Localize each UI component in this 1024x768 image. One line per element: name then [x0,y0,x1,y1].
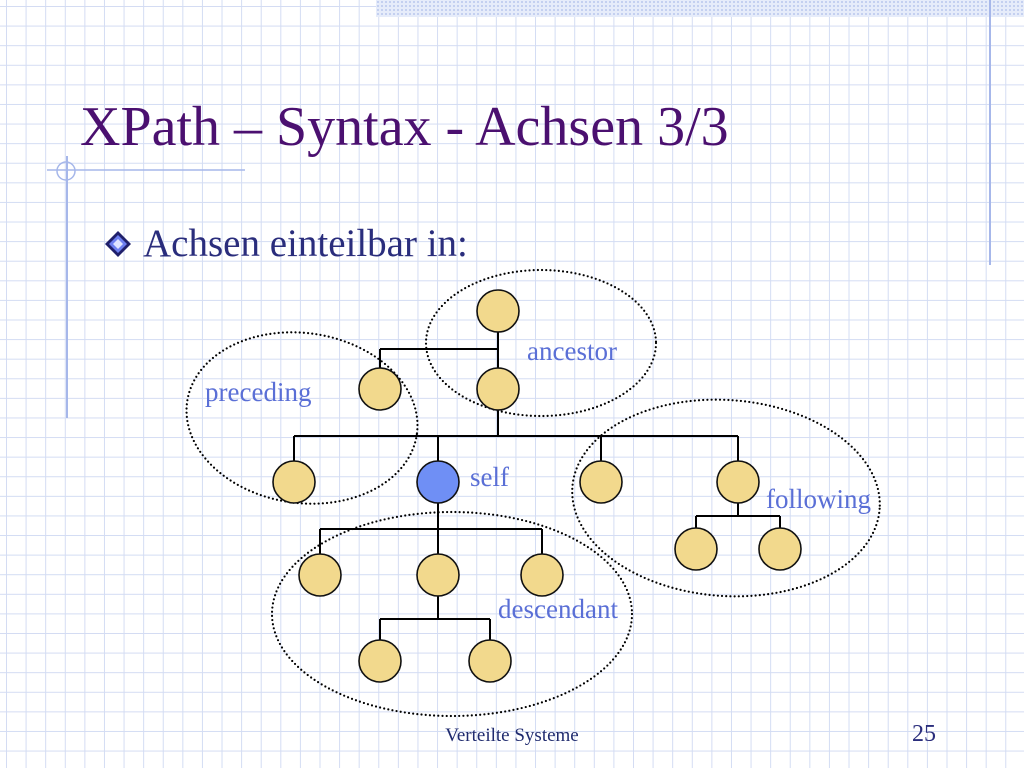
corner-circle-decoration [56,161,76,181]
tree-node-nephew-1 [674,527,718,571]
tree-node-grandchild-2 [468,639,512,683]
tree-node-following-sibling-2 [716,460,760,504]
tree-node-child-2 [416,553,460,597]
tree-edge-child [379,596,491,640]
top-right-band [376,0,1024,17]
tree-edge-parent [293,410,739,461]
slide-title: XPath – Syntax - Achsen 3/3 [80,96,729,158]
tree-edge-grandparent [379,332,499,368]
tree-node-grandparent [476,289,520,333]
tree-edge-following-sibling [695,503,781,528]
tree-node-child-3 [520,553,564,597]
tree-node-child-1 [298,553,342,597]
tree-node-nephew-2 [758,527,802,571]
bullet-text: Achsen einteilbar in: [143,222,468,265]
tree-node-uncle [358,367,402,411]
tree-node-preceding-sibling [272,460,316,504]
axis-label-preceding: preceding [205,377,311,407]
axis-label-descendant: descendant [498,594,618,624]
tree-edge-self [319,503,543,554]
tree-node-self [416,460,460,504]
axis-label-following: following [766,484,871,514]
bullet-highlight-diamond [113,239,123,249]
axis-region-following [571,398,881,598]
axis-region-descendant [270,510,634,718]
axis-region-ancestor [424,268,658,418]
axis-label-ancestor: ancestor [527,336,617,366]
tree-node-parent [476,367,520,411]
diamond-bullet-icon [105,231,131,257]
tree-node-following-sibling-1 [579,460,623,504]
footer-text: Verteilte Systeme [445,725,579,746]
tree-node-grandchild-1 [358,639,402,683]
axis-label-self: self [470,462,509,492]
page-number: 25 [912,721,936,747]
